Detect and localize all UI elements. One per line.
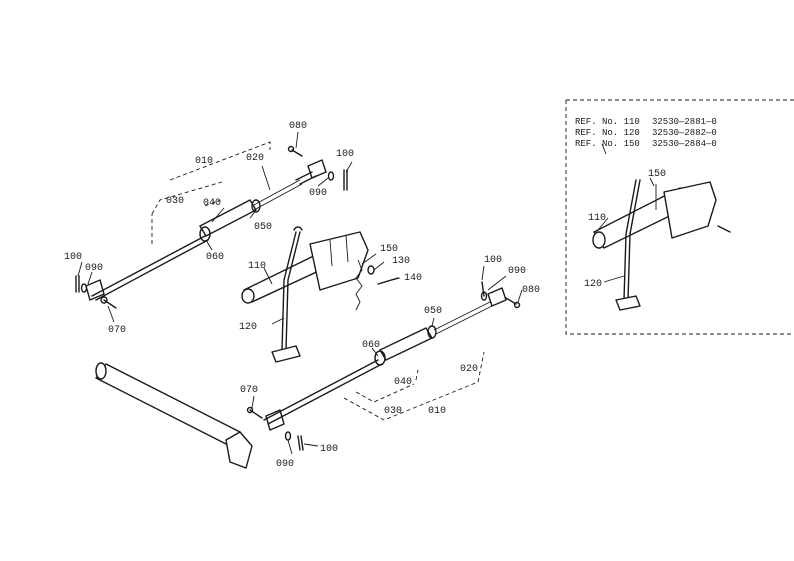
ref-row-label: REF. No. 120 <box>575 128 640 138</box>
callout-100-bottom-right: 100 <box>484 255 502 266</box>
bracket-040-bottom <box>415 369 419 381</box>
callout-060-bottom: 060 <box>362 340 380 351</box>
callout-010-top: 010 <box>195 156 213 167</box>
bracket-010-top <box>169 141 271 181</box>
callout-110-mid: 110 <box>248 261 266 272</box>
ref-row-number: 32530—2882—0 <box>652 128 717 138</box>
inset-assembly <box>592 179 731 311</box>
callout-030-bottom: 030 <box>384 406 402 417</box>
callout-060-top: 060 <box>206 252 224 263</box>
callout-080-top: 080 <box>289 121 307 132</box>
callout-090-top-left: 090 <box>85 263 103 274</box>
callout-040-bottom: 040 <box>394 377 412 388</box>
ref-row-number: 32530—2884—0 <box>652 139 717 149</box>
ref-row-label: REF. No. 150 <box>575 139 640 149</box>
callout-020-top: 020 <box>246 153 264 164</box>
reference-table: REF. No. 110 32530—2881—0 REF. No. 120 3… <box>575 117 717 149</box>
callout-020-bottom: 020 <box>460 364 478 375</box>
callout-040-top: 040 <box>203 198 221 209</box>
ref-row-label: REF. No. 110 <box>575 117 640 127</box>
middle-lever-assembly <box>241 226 399 363</box>
callout-100-top-right: 100 <box>336 149 354 160</box>
callout-100-top-left: 100 <box>64 252 82 263</box>
callout-110-inset: 110 <box>588 213 606 224</box>
callout-090-bottom-left: 090 <box>276 459 294 470</box>
callout-150-mid: 150 <box>380 244 398 255</box>
bracket-030-top <box>151 181 223 215</box>
bracket-030-bottom <box>355 383 415 403</box>
top-rod-assembly <box>75 145 348 309</box>
callout-070-bottom: 070 <box>240 385 258 396</box>
callout-070-top: 070 <box>108 325 126 336</box>
callout-030-top: 030 <box>166 196 184 207</box>
callout-120-mid: 120 <box>239 322 257 333</box>
callout-140-mid: 140 <box>404 273 422 284</box>
callout-050-top: 050 <box>254 222 272 233</box>
callout-090-top-right: 090 <box>309 188 327 199</box>
callout-050-bottom: 050 <box>424 306 442 317</box>
leader-lines <box>77 131 655 455</box>
callout-130-mid: 130 <box>392 256 410 267</box>
callout-010-bottom: 010 <box>428 406 446 417</box>
callout-090-bottom-right: 090 <box>508 266 526 277</box>
callout-150-inset: 150 <box>648 169 666 180</box>
callout-080-bottom: 080 <box>522 285 540 296</box>
ref-row-number: 32530—2881—0 <box>652 117 717 127</box>
callout-120-inset: 120 <box>584 279 602 290</box>
bracket-040-top <box>204 199 221 207</box>
callout-100-bottom-left: 100 <box>320 444 338 455</box>
bottom-rod-assembly <box>95 281 521 469</box>
bracket-010-bottom <box>343 351 485 421</box>
inset-frame <box>565 99 794 335</box>
